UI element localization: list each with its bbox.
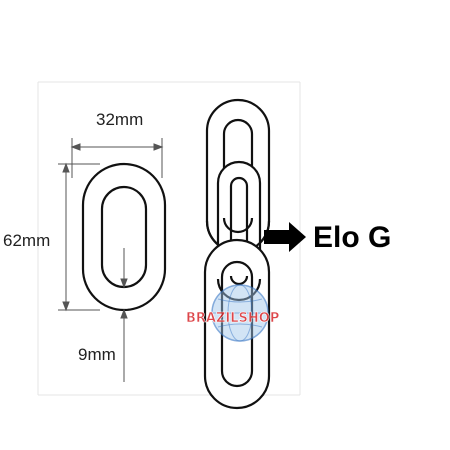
right-arrow-icon: [264, 222, 306, 252]
width-label: 32mm: [96, 110, 143, 129]
thickness-dimension: [120, 248, 128, 382]
watermark: BRAZILSHOP: [186, 284, 280, 342]
callout-label: Elo G: [313, 221, 391, 254]
width-dimension: [70, 138, 164, 178]
height-dimension: [58, 162, 100, 312]
height-label: 62mm: [3, 231, 50, 250]
chain: [203, 98, 271, 410]
globe-icon: [211, 284, 269, 342]
thickness-label: 9mm: [78, 345, 116, 364]
watermark-text: BRAZILSHOP: [186, 311, 279, 326]
